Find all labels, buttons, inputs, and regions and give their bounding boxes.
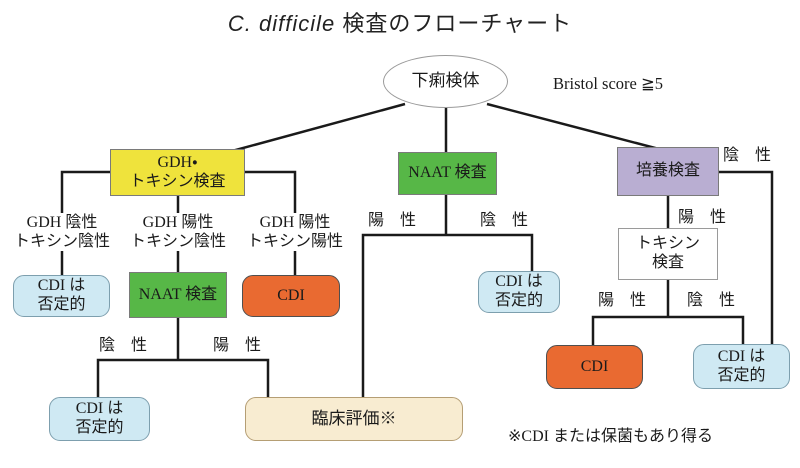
edge-specimen-to-gdh [231,102,406,153]
edge-label-culture-positive: 陽 性 [677,209,726,226]
node-cdi-unlikely-3: CDI は 否定的 [478,271,560,313]
node-diarrhea-specimen: 下痢検体 [383,55,508,108]
node-naat-test-left: NAAT 検査 [129,272,227,318]
node-toxin-test: トキシン 検査 [618,228,718,280]
title-species-name: C. difficile [227,11,336,36]
edge-label-toxin-positive: 陽 性 [597,292,646,309]
edge-specimen-to-culture [486,102,660,151]
edge-label-gdh-pos-toxin-pos: GDH 陽性 トキシン陽性 [235,213,355,252]
node-cdi-2: CDI [546,345,643,389]
edge-label-naat-center-negative: 陰 性 [479,212,528,229]
edge-label-naat-center-positive: 陽 性 [367,212,416,229]
node-cdi-unlikely-1: CDI は 否定的 [13,275,110,317]
node-gdh-toxin-test: GDH・ トキシン検査 [110,149,245,196]
edge-naat-center-split [361,233,534,397]
page-title: C. difficile 検査のフローチャート [0,6,800,38]
edge-naat-left-split [96,358,270,399]
node-cdi-unlikely-2: CDI は 否定的 [49,397,150,441]
node-cdi-unlikely-4: CDI は 否定的 [693,344,790,389]
edge-culture-negative [719,170,774,346]
edge-label-gdh-neg-toxin-neg: GDH 陰性 トキシン陰性 [2,213,122,252]
edge-label-naat-left-positive: 陽 性 [212,337,261,354]
node-clinical-evaluation: 臨床評価※ [245,397,463,441]
edge-label-naat-left-negative: 陰 性 [98,337,147,354]
node-naat-test-center: NAAT 検査 [398,152,497,195]
footnote: ※CDI または保菌もあり得る [508,428,713,445]
node-cdi-1: CDI [242,275,340,317]
bristol-score-note: Bristol score ≧5 [553,74,664,93]
edge-label-toxin-negative: 陰 性 [686,292,735,309]
edge-toxin-split [591,315,745,347]
title-suffix: 検査のフローチャート [335,11,573,36]
edge-label-culture-negative: 陰 性 [722,147,771,164]
node-culture-test: 培養検査 [617,147,719,196]
edge-label-gdh-pos-toxin-neg: GDH 陽性 トキシン陰性 [118,213,238,252]
